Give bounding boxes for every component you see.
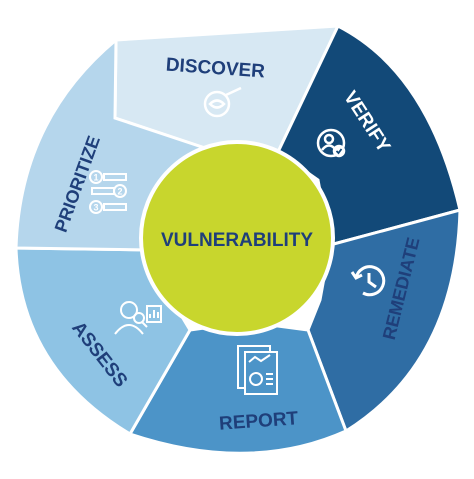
priority-number-2: 2 [117,187,122,197]
priority-number-1: 1 [93,173,98,183]
priority-number-3: 3 [93,203,98,213]
user-check-icon [316,128,346,158]
magnifier-eye-icon [203,86,242,118]
segment-prioritize [14,36,215,252]
ranked-list-icon: 1 2 3 [89,170,127,214]
center-label: VULNERABILITY [161,230,313,251]
clock-icon [350,265,386,297]
center-circle [139,140,335,336]
report-chart-icon [237,345,278,395]
analyst-icon [114,301,162,335]
